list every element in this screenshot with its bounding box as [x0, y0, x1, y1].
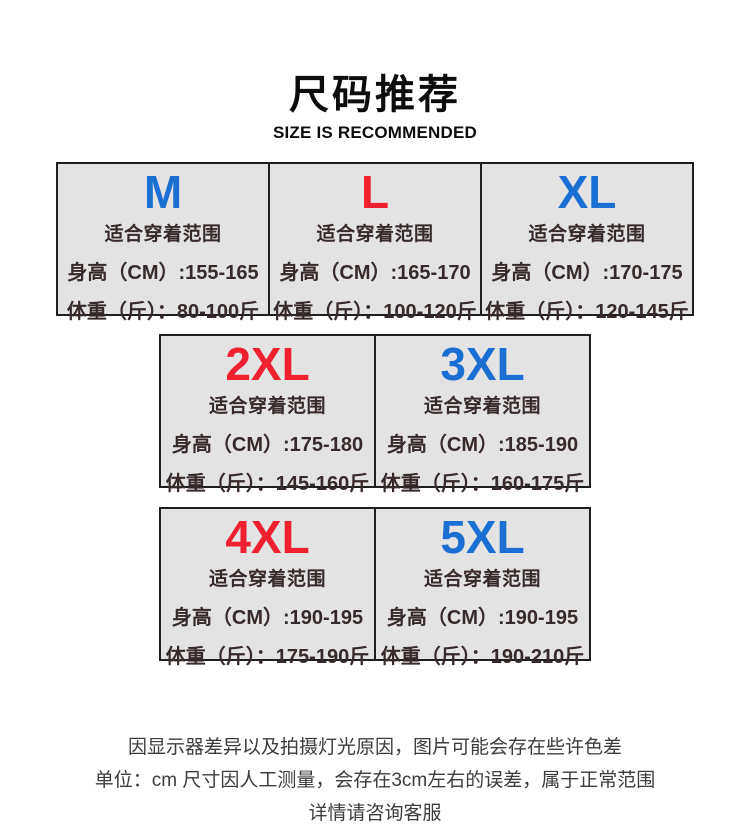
weight-row: 体重（斤）：175-190斤: [166, 640, 369, 669]
weight-row: 体重（斤）：100-120斤: [273, 295, 476, 324]
weight-row: 体重（斤）：160-175斤: [381, 467, 584, 496]
size-row-2: 2XL 适合穿着范围 身高（CM）:175-180 体重（斤）：145-160斤…: [0, 334, 750, 495]
size-label: L: [360, 166, 390, 218]
size-card-5xl: 5XL 适合穿着范围 身高（CM）:190-195 体重（斤）：190-210斤: [374, 507, 591, 668]
height-label: 身高（CM）:: [491, 261, 610, 284]
height-label: 身高（CM）:: [279, 261, 398, 284]
height-row: 身高（CM）:190-195: [172, 601, 363, 630]
size-card-4xl: 4XL 适合穿着范围 身高（CM）:190-195 体重（斤）：175-190斤: [159, 507, 376, 668]
size-label: 4XL: [225, 511, 310, 563]
weight-label: 体重（斤）：: [165, 645, 276, 668]
height-value: 170-175: [609, 261, 683, 284]
weight-row: 体重（斤）：145-160斤: [166, 467, 369, 496]
height-label: 身高（CM）:: [171, 433, 290, 456]
fit-range-label: 适合穿着范围: [423, 568, 541, 590]
footer-note-measurement-error: 单位：cm 尺寸因人工测量，会存在3cm左右的误差，属于正常范围: [94, 770, 656, 791]
weight-value: 80-100斤: [176, 300, 260, 323]
footer-note-contact-service: 详情请咨询客服: [308, 803, 442, 824]
size-row-3: 4XL 适合穿着范围 身高（CM）:190-195 体重（斤）：175-190斤…: [0, 507, 750, 668]
size-label: XL: [557, 166, 617, 218]
fit-range-label: 适合穿着范围: [208, 395, 326, 417]
fit-range-label: 适合穿着范围: [423, 395, 541, 417]
height-label: 身高（CM）:: [171, 606, 290, 629]
height-label: 身高（CM）:: [386, 606, 505, 629]
page-title: 尺码推荐: [289, 73, 461, 117]
fit-range-label: 适合穿着范围: [104, 223, 222, 245]
height-row: 身高（CM）:165-170: [279, 256, 470, 285]
weight-value: 120-145斤: [595, 300, 689, 323]
weight-label: 体重（斤）：: [165, 472, 276, 495]
weight-row: 体重（斤）：80-100斤: [67, 295, 259, 324]
height-label: 身高（CM）:: [67, 261, 186, 284]
weight-value: 160-175斤: [490, 472, 585, 495]
height-row: 身高（CM）:170-175: [491, 256, 682, 285]
weight-value: 175-190斤: [275, 645, 370, 668]
height-value: 190-195: [289, 606, 364, 629]
weight-label: 体重（斤）：: [380, 472, 491, 495]
weight-row: 体重（斤）：120-145斤: [485, 295, 688, 324]
weight-label: 体重（斤）：: [273, 300, 384, 323]
size-label: 3XL: [440, 338, 525, 390]
fit-range-label: 适合穿着范围: [528, 223, 646, 245]
footer-note-color-difference: 因显示器差异以及拍摄灯光原因，图片可能会存在些许色差: [127, 737, 622, 758]
size-card-l: L 适合穿着范围 身高（CM）:165-170 体重（斤）：100-120斤: [268, 162, 482, 323]
size-label: 5XL: [440, 511, 525, 563]
weight-label: 体重（斤）：: [66, 300, 177, 323]
weight-row: 体重（斤）：190-210斤: [381, 640, 584, 669]
size-label: 2XL: [225, 338, 310, 390]
height-value: 155-165: [185, 261, 259, 284]
fit-range-label: 适合穿着范围: [208, 568, 326, 590]
height-row: 身高（CM）:190-195: [387, 601, 578, 630]
weight-label: 体重（斤）：: [380, 645, 491, 668]
footer-notes: 因显示器差异以及拍摄灯光原因，图片可能会存在些许色差 单位：cm 尺寸因人工测量…: [0, 731, 750, 830]
size-card-m: M 适合穿着范围 身高（CM）:155-165 体重（斤）：80-100斤: [56, 162, 270, 323]
size-row-1: M 适合穿着范围 身高（CM）:155-165 体重（斤）：80-100斤 L …: [0, 162, 750, 323]
height-row: 身高（CM）:155-165: [67, 256, 258, 285]
size-label: M: [143, 166, 183, 218]
page-subtitle: SIZE IS RECOMMENDED: [272, 123, 478, 142]
height-row: 身高（CM）:175-180: [172, 428, 363, 457]
height-row: 身高（CM）:185-190: [387, 428, 578, 457]
weight-value: 100-120斤: [383, 300, 477, 323]
fit-range-label: 适合穿着范围: [316, 223, 434, 245]
size-card-3xl: 3XL 适合穿着范围 身高（CM）:185-190 体重（斤）：160-175斤: [374, 334, 591, 495]
height-value: 175-180: [289, 433, 364, 456]
height-label: 身高（CM）:: [386, 433, 505, 456]
weight-value: 145-160斤: [275, 472, 370, 495]
height-value: 190-195: [504, 606, 579, 629]
size-card-2xl: 2XL 适合穿着范围 身高（CM）:175-180 体重（斤）：145-160斤: [159, 334, 376, 495]
size-card-xl: XL 适合穿着范围 身高（CM）:170-175 体重（斤）：120-145斤: [480, 162, 694, 323]
height-value: 185-190: [504, 433, 579, 456]
weight-label: 体重（斤）：: [485, 300, 596, 323]
height-value: 165-170: [397, 261, 471, 284]
weight-value: 190-210斤: [490, 645, 585, 668]
